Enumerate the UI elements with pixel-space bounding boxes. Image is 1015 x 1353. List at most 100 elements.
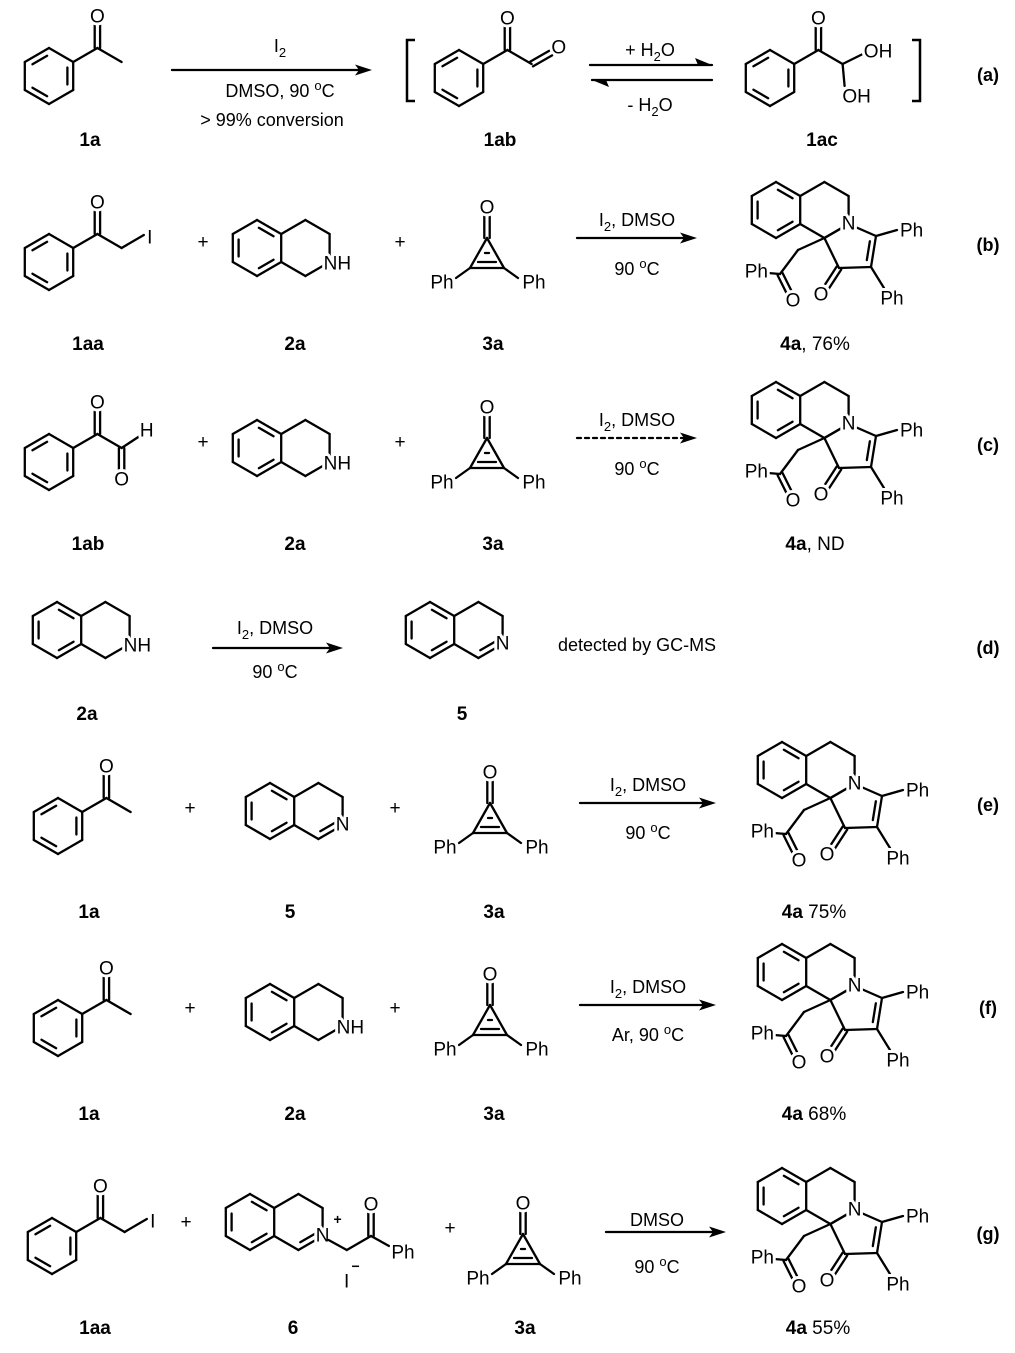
bond xyxy=(255,260,283,278)
conditions-top: DMSO xyxy=(630,1210,684,1230)
bond xyxy=(531,54,554,68)
bond xyxy=(823,380,850,398)
bond xyxy=(297,1234,324,1252)
bond xyxy=(477,600,504,618)
compound-label: 5 xyxy=(285,902,296,923)
bond xyxy=(782,950,800,962)
bond xyxy=(778,248,800,276)
bond xyxy=(304,460,331,478)
compound-label: 1a xyxy=(78,902,100,923)
bond xyxy=(428,600,456,618)
bond xyxy=(105,998,132,1016)
atom-label-o: O xyxy=(792,1277,807,1298)
conditions-bottom-part: 90 xyxy=(625,823,650,843)
bond xyxy=(822,265,838,288)
atom-label-o: O xyxy=(516,1194,531,1215)
structure-1aa: OI xyxy=(26,1174,158,1276)
bond xyxy=(479,640,497,652)
bond xyxy=(853,782,884,798)
bond xyxy=(766,471,782,476)
atom-label-o: O xyxy=(811,9,826,30)
bond xyxy=(34,1224,52,1236)
bond xyxy=(829,1208,856,1226)
atom-label-o: O xyxy=(786,491,801,512)
bond xyxy=(880,788,905,798)
atom-label-o: O xyxy=(480,398,495,419)
bond xyxy=(293,823,320,841)
bond xyxy=(56,838,84,856)
atom-label-o: O xyxy=(99,757,114,778)
conditions-bottom-part: o xyxy=(664,1022,671,1037)
conditions-top: I2, DMSO xyxy=(610,977,686,1001)
conditions-top: I2 xyxy=(274,36,286,60)
bond xyxy=(454,466,472,480)
bond xyxy=(750,422,778,440)
bond xyxy=(23,432,51,450)
compound-label: 2a xyxy=(284,1104,306,1125)
conditions-top-part: I xyxy=(274,36,279,56)
atom-label-o: O xyxy=(820,1047,835,1068)
structure-1ab: OOH xyxy=(23,390,157,494)
bond xyxy=(823,236,841,270)
conditions-bottom: DMSO, 90 oC xyxy=(225,78,334,101)
atom-label-oh: OH xyxy=(842,87,871,108)
bond xyxy=(244,982,272,1000)
bond xyxy=(774,422,802,440)
bond xyxy=(802,1222,832,1238)
bond xyxy=(80,600,107,618)
arrow-head xyxy=(355,64,372,76)
bond xyxy=(231,460,259,478)
row-tag: (d) xyxy=(977,638,1000,658)
bond xyxy=(776,474,789,497)
bond xyxy=(317,1024,344,1042)
atom-label-ph: Ph xyxy=(900,221,923,242)
bond xyxy=(871,1226,878,1248)
atom-label-ph: Ph xyxy=(751,822,774,843)
bond xyxy=(369,1234,391,1248)
atom-label-ph: Ph xyxy=(466,1269,489,1290)
atom-label-n: N xyxy=(842,414,856,435)
compound-label: 1a xyxy=(79,130,101,151)
atom-label-ph: Ph xyxy=(391,1243,414,1264)
conditions-top-part: , DMSO xyxy=(622,775,686,795)
bond xyxy=(823,436,841,470)
row-tag: (f) xyxy=(979,998,997,1018)
product-yield: , 76% xyxy=(801,334,850,355)
bond xyxy=(488,801,509,835)
bond xyxy=(104,600,131,618)
conditions-top-part: 2 xyxy=(242,627,249,642)
product-label: 4a 55% xyxy=(786,1318,851,1339)
bond xyxy=(488,1003,509,1037)
bond xyxy=(257,258,275,270)
conditions-bottom-part: C xyxy=(647,459,660,479)
bond xyxy=(871,1002,878,1024)
bond xyxy=(752,88,770,100)
bond xyxy=(799,422,826,440)
compound-label: 1ab xyxy=(72,534,105,555)
bond xyxy=(776,220,794,232)
atom-label-ph: Ph xyxy=(745,462,768,483)
atom-label-o: O xyxy=(114,470,129,491)
bond xyxy=(875,996,884,1031)
product-compound: 4a xyxy=(782,902,804,923)
bond xyxy=(457,48,485,66)
bond xyxy=(457,1033,475,1047)
row-tag: (e) xyxy=(977,795,999,815)
product-yield: 55% xyxy=(807,1318,850,1339)
bond xyxy=(248,1234,276,1252)
bond xyxy=(40,1006,58,1018)
atom-label-o: O xyxy=(93,1177,108,1198)
conditions-bottom-part: C xyxy=(647,259,660,279)
bond xyxy=(756,782,784,800)
atom-label-ph: Ph xyxy=(906,983,929,1004)
structure-1a: O xyxy=(23,4,123,106)
bond xyxy=(457,90,485,108)
bond xyxy=(780,782,808,800)
bond xyxy=(26,1258,54,1276)
conditions-top-part: I xyxy=(610,977,615,997)
conditions-top: I2, DMSO xyxy=(610,775,686,799)
bond xyxy=(441,88,459,100)
bond xyxy=(802,796,832,812)
